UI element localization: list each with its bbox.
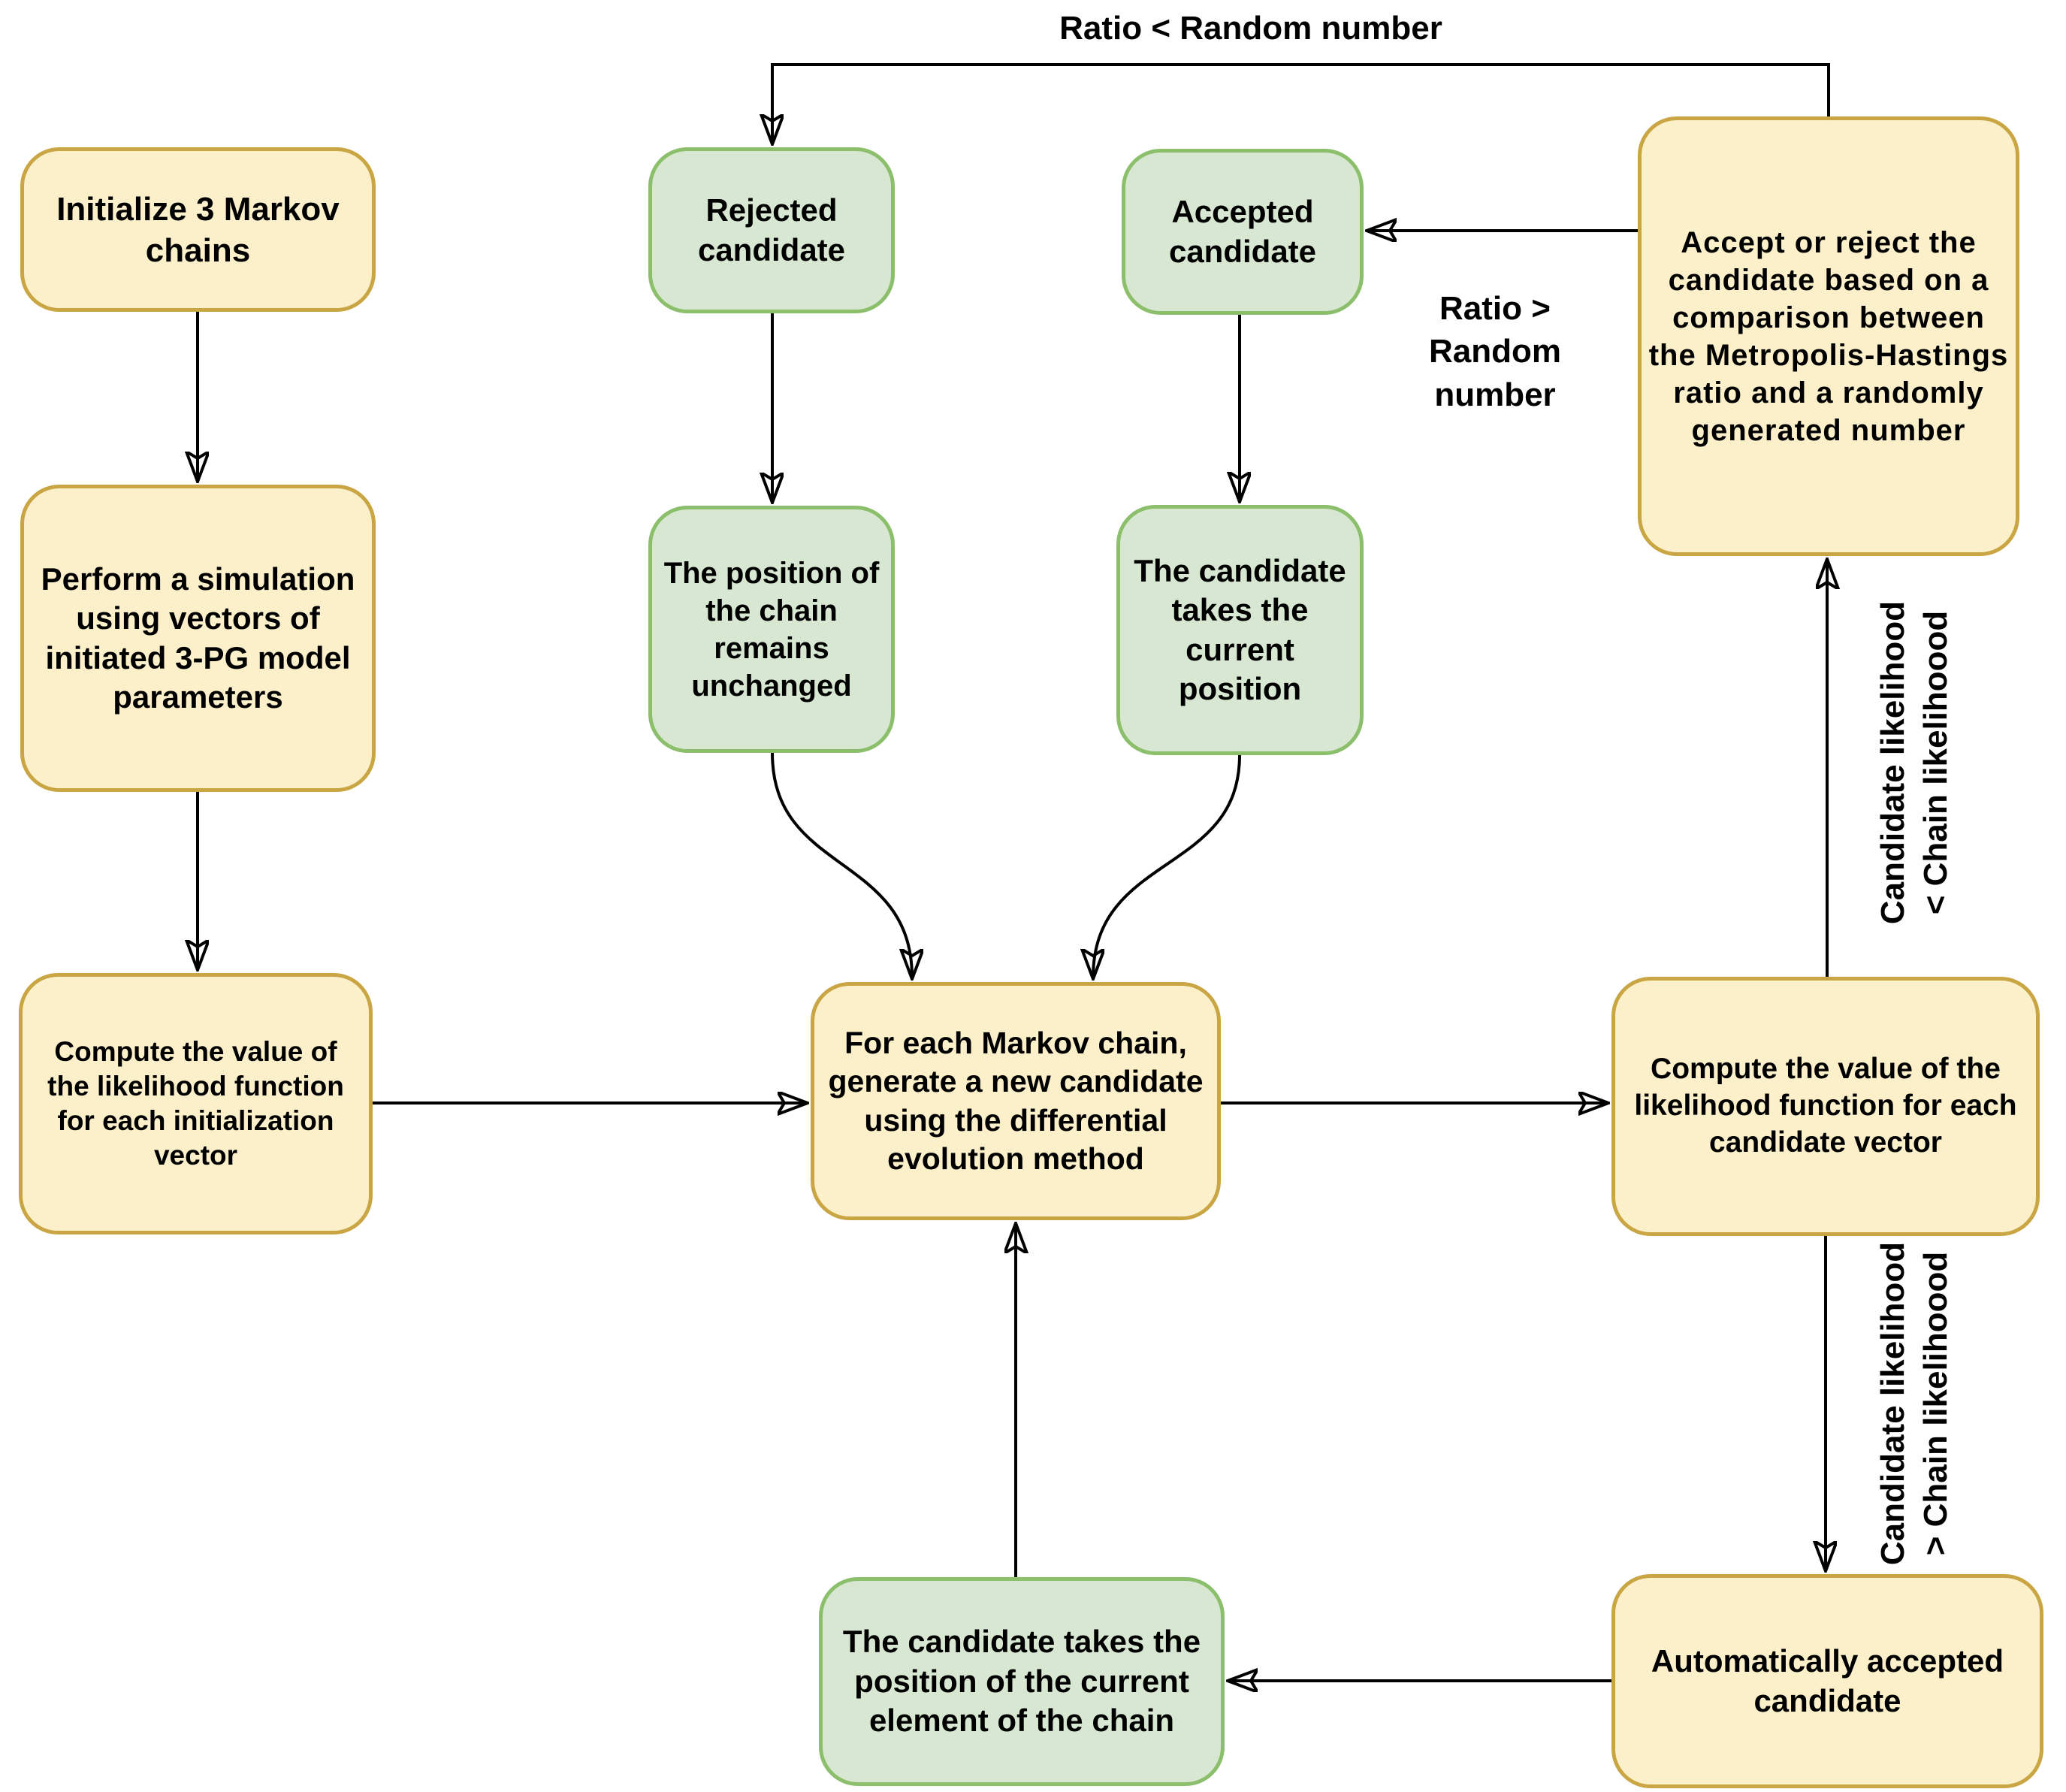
node-label: Accept or reject the candidate based on … xyxy=(1648,225,2009,447)
node-label: Accepted candidate xyxy=(1168,194,1317,269)
node-label: Compute the value of the likelihood func… xyxy=(1634,1053,2017,1159)
edge-label-text: Ratio > Random number xyxy=(1429,290,1561,413)
node-label: The position of the chain remains unchan… xyxy=(663,556,880,703)
edge-label-ratio-greater-than-random: Ratio > Random number xyxy=(1397,277,1593,427)
node-accepted-candidate: Accepted candidate xyxy=(1122,149,1364,315)
node-automatically-accepted-candidate: Automatically accepted candidate xyxy=(1611,1574,2043,1788)
edge-label-candidate-likelihood-greater: Candidate likelihood > Chain likelihoood xyxy=(1869,1141,1959,1667)
node-generate-new-candidate: For each Markov chain, generate a new ca… xyxy=(811,982,1221,1220)
node-position-remains-unchanged: The position of the chain remains unchan… xyxy=(648,506,895,753)
node-candidate-takes-position-of-chain: The candidate takes the position of the … xyxy=(819,1577,1225,1786)
edge-label-text: Ratio < Random number xyxy=(1059,10,1442,47)
node-label: Rejected candidate xyxy=(697,192,846,267)
node-label: Automatically accepted candidate xyxy=(1651,1643,2004,1718)
edge-unchanged-to-generate xyxy=(771,752,912,978)
node-perform-simulation: Perform a simulation using vectors of in… xyxy=(20,485,376,792)
node-compute-likelihood-candidate: Compute the value of the likelihood func… xyxy=(1611,977,2040,1236)
node-compute-likelihood-initialization: Compute the value of the likelihood func… xyxy=(19,973,373,1234)
node-initialize-markov-chains: Initialize 3 Markov chains xyxy=(20,147,376,312)
edge-label-text: Candidate likelihood < Chain likelihoood xyxy=(1874,600,1954,925)
node-label: Initialize 3 Markov chains xyxy=(56,190,340,269)
edge-label-text: Candidate likelihood > Chain likelihoood xyxy=(1874,1241,1954,1566)
edge-label-candidate-likelihood-less: Candidate likelihood < Chain likelihoood xyxy=(1869,500,1959,1026)
node-label: For each Markov chain, generate a new ca… xyxy=(828,1026,1204,1176)
edge-label-ratio-less-than-random: Ratio < Random number xyxy=(965,6,1536,51)
node-label: Compute the value of the likelihood func… xyxy=(47,1035,344,1171)
node-candidate-takes-current-position: The candidate takes the current position xyxy=(1116,505,1364,755)
node-label: The candidate takes the current position xyxy=(1134,552,1346,707)
node-accept-or-reject-candidate: Accept or reject the candidate based on … xyxy=(1638,116,2019,556)
node-rejected-candidate: Rejected candidate xyxy=(648,147,895,313)
edge-takes-current-to-generate xyxy=(1093,754,1241,978)
edge-ratio-less-feedback xyxy=(772,63,1830,143)
node-label: The candidate takes the position of the … xyxy=(842,1624,1201,1739)
node-label: Perform a simulation using vectors of in… xyxy=(41,561,355,715)
